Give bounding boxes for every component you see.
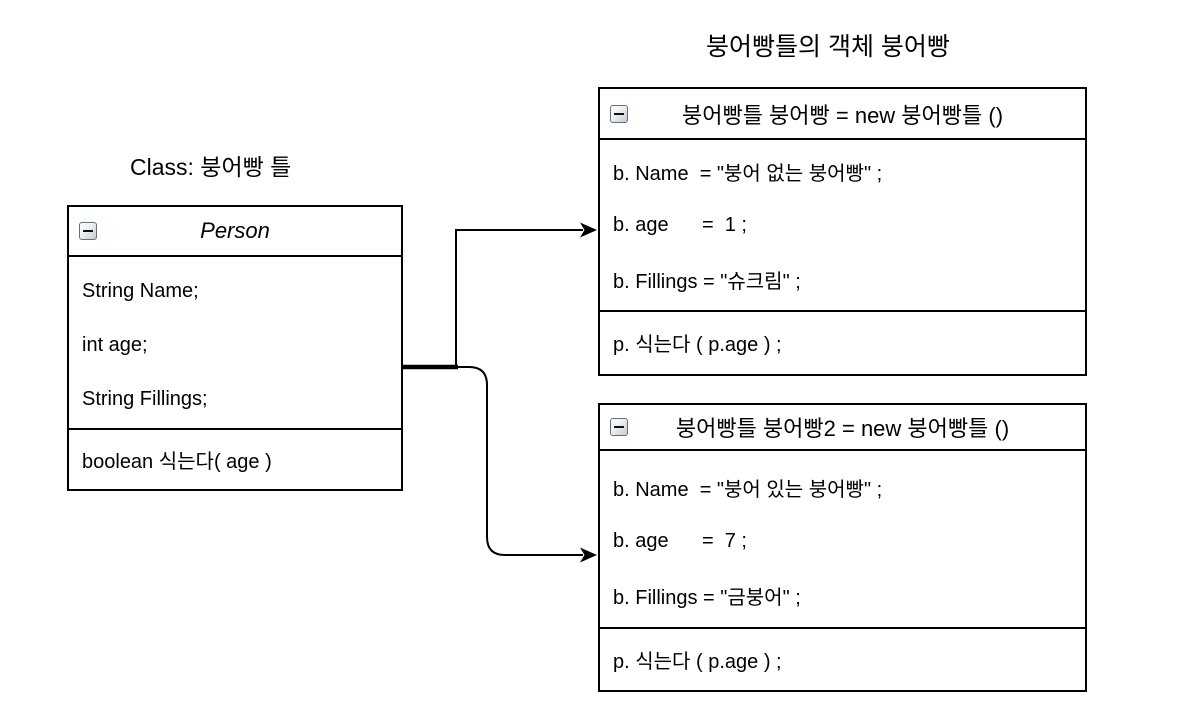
objects-title: 붕어빵틀의 객체 붕어빵: [706, 33, 950, 61]
class-box-method: boolean 식는다( age ): [82, 451, 272, 473]
minus-icon[interactable]: [610, 418, 628, 436]
field-row: b. age = 7 ;: [613, 529, 747, 552]
connector-arrow-top: [455, 229, 583, 367]
class-box-fields: String Name; int age; String Fillings;: [69, 257, 401, 430]
field-row: String Name;: [82, 279, 199, 302]
field-row: b. Fillings = "슈크림" ;: [613, 270, 801, 293]
minus-bar: [614, 426, 624, 428]
object-box-2-fields: b. Name = "붕어 있는 붕어빵" ; b. age = 7 ; b. …: [600, 451, 1085, 629]
arrowhead-top-icon: [580, 222, 597, 238]
object-box-1-header: 붕어빵틀 붕어빵 = new 붕어빵틀 (): [600, 89, 1085, 140]
minus-bar: [614, 112, 624, 115]
object-box-1: 붕어빵틀 붕어빵 = new 붕어빵틀 () b. Name = "붕어 없는 …: [598, 87, 1087, 376]
field-row: b. Name = "붕어 있는 붕어빵" ;: [613, 478, 883, 501]
connector-arrow-bottom: [458, 366, 583, 556]
field-row: b. Name = "붕어 없는 붕어빵" ;: [613, 162, 883, 185]
class-box-person: Person String Name; int age; String Fill…: [67, 205, 403, 491]
object-box-2-header: 붕어빵틀 붕어빵2 = new 붕어빵틀 (): [600, 405, 1085, 451]
field-row: b. Fillings = "금붕어" ;: [613, 586, 801, 609]
class-label: Class: 붕어빵 틀: [130, 154, 292, 180]
field-row: b. age = 1 ;: [613, 213, 747, 236]
object-box-1-fields: b. Name = "붕어 없는 붕어빵" ; b. age = 1 ; b. …: [600, 140, 1085, 312]
object-box-2: 붕어빵틀 붕어빵2 = new 붕어빵틀 () b. Name = "붕어 있는…: [598, 403, 1087, 692]
object-box-1-method: p. 식는다 ( p.age ) ;: [613, 333, 782, 356]
class-box-header: Person: [69, 207, 401, 257]
minus-icon[interactable]: [610, 104, 628, 123]
minus-bar: [83, 230, 93, 232]
arrowhead-bottom-icon: [580, 547, 597, 563]
class-box-title: Person: [200, 218, 270, 243]
object-box-2-method: p. 식는다 ( p.age ) ;: [613, 650, 782, 673]
minus-icon[interactable]: [79, 222, 97, 240]
object-box-2-title: 붕어빵틀 붕어빵2 = new 붕어빵틀 (): [675, 416, 1010, 441]
object-box-1-title: 붕어빵틀 붕어빵 = new 붕어빵틀 (): [681, 102, 1004, 128]
field-row: int age;: [82, 333, 148, 356]
field-row: String Fillings;: [82, 387, 208, 410]
